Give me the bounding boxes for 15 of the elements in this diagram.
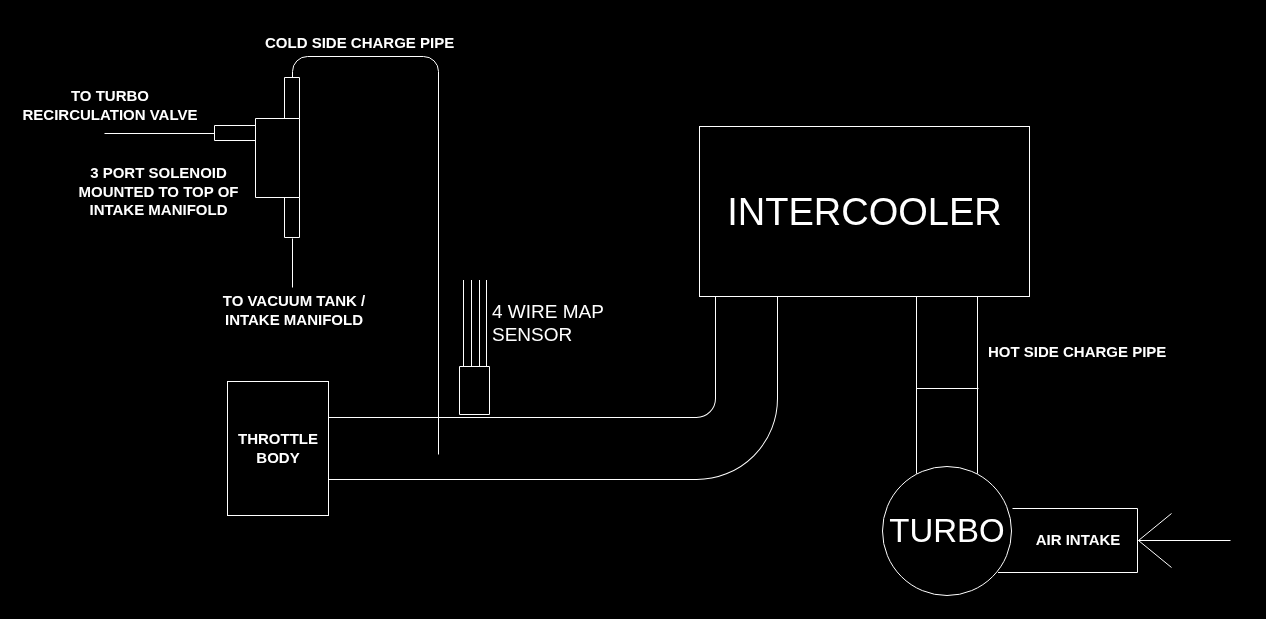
callout-text: TO TURBO RECIRCULATION VALVE — [21, 87, 199, 124]
component-label: TURBO — [889, 512, 1005, 550]
component-label: AIR INTAKE — [1035, 531, 1121, 550]
hose-line — [292, 238, 293, 288]
hose-line — [104, 133, 215, 134]
map-sensor — [459, 280, 490, 415]
callout-text: TO VACUUM TANK / INTAKE MANIFOLD — [221, 292, 367, 329]
airflow-arrow — [1138, 513, 1231, 568]
hose-line — [292, 56, 439, 455]
intercooler-block — [699, 126, 1030, 297]
throttle-body-block — [227, 381, 329, 516]
component-label: INTERCOOLER — [727, 189, 1002, 234]
component-label: 4 WIRE MAP SENSOR — [492, 300, 605, 346]
component-label: THROTTLE BODY — [237, 430, 319, 467]
component-label: 3 PORT SOLENOID MOUNTED TO TOP OF INTAKE MANIFOLD — [77, 164, 240, 220]
